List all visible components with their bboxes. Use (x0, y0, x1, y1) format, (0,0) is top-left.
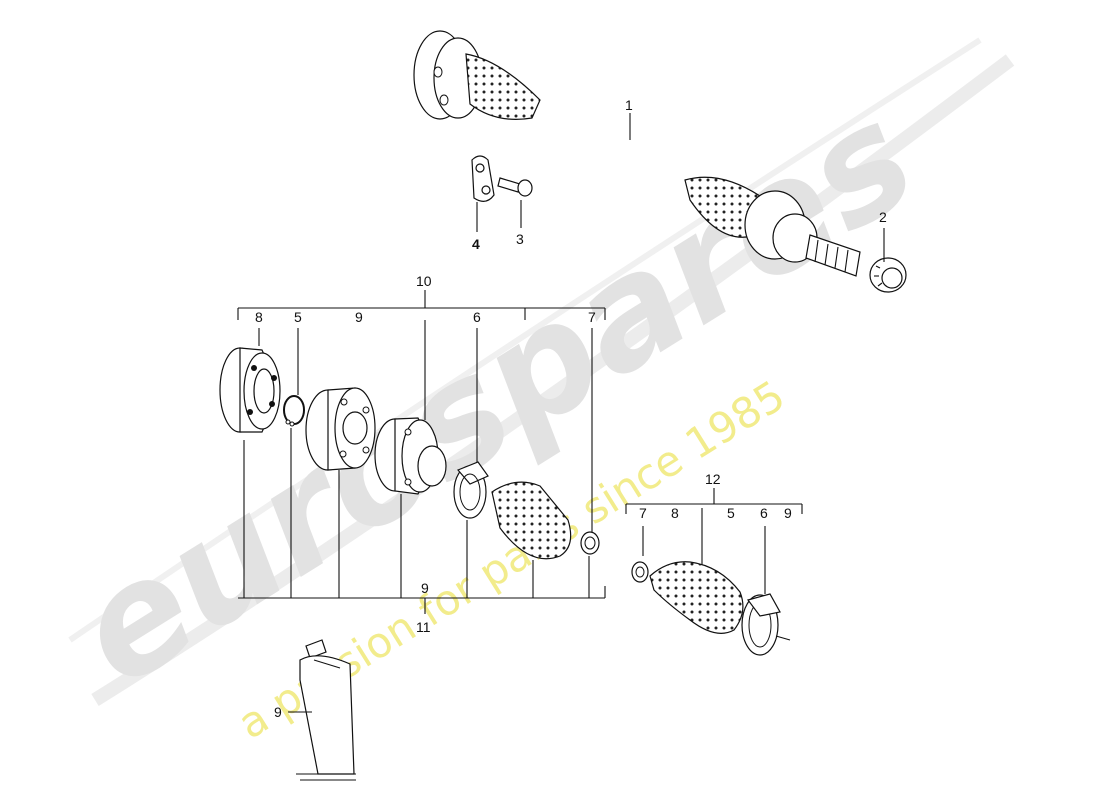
repair-kit-12: 12 7 8 5 6 9 (625, 471, 803, 656)
cv-joint (305, 387, 376, 471)
callout-4: 4 (472, 236, 480, 252)
callout-2: 2 (879, 209, 887, 225)
kit12-boot (649, 561, 744, 634)
flange-cover (219, 347, 281, 433)
cv-boot (491, 481, 572, 560)
callout-12-6: 6 (760, 505, 768, 521)
callout-10-9: 9 (355, 309, 363, 325)
kit12-large-clamp (741, 593, 791, 656)
callout-11: 11 (416, 619, 431, 635)
hose-clamp-large (453, 461, 489, 519)
callout-10-8: 8 (255, 309, 263, 325)
grease-tube (288, 639, 356, 781)
lock-plate (471, 155, 495, 202)
callout-bottom-9: 9 (421, 580, 429, 596)
callout-12-5: 5 (727, 505, 735, 521)
callout-10-7: 7 (588, 309, 596, 325)
watermark-brand: eurospares (47, 70, 944, 720)
axle-nut (869, 257, 907, 293)
callout-12-8: 8 (671, 505, 679, 521)
callout-10: 10 (416, 273, 432, 289)
callout-tube-9: 9 (274, 704, 282, 720)
kit12-small-clamp (631, 561, 649, 583)
joint-cage (374, 417, 447, 495)
drive-shaft (413, 30, 861, 277)
hose-clamp-small (580, 531, 600, 555)
callout-1: 1 (625, 97, 633, 113)
callout-10-6: 6 (473, 309, 481, 325)
repair-kit-10: 10 8 5 9 6 7 (219, 273, 606, 635)
watermark: eurospares a passion for parts since 198… (47, 37, 1015, 748)
bolt (497, 177, 533, 197)
callout-3: 3 (516, 231, 524, 247)
watermark-swoosh (68, 37, 1015, 706)
callout-10-5: 5 (294, 309, 302, 325)
circlip (283, 395, 305, 427)
callout-12: 12 (705, 471, 721, 487)
callout-12-7: 7 (639, 505, 647, 521)
callout-12-9: 9 (784, 505, 792, 521)
